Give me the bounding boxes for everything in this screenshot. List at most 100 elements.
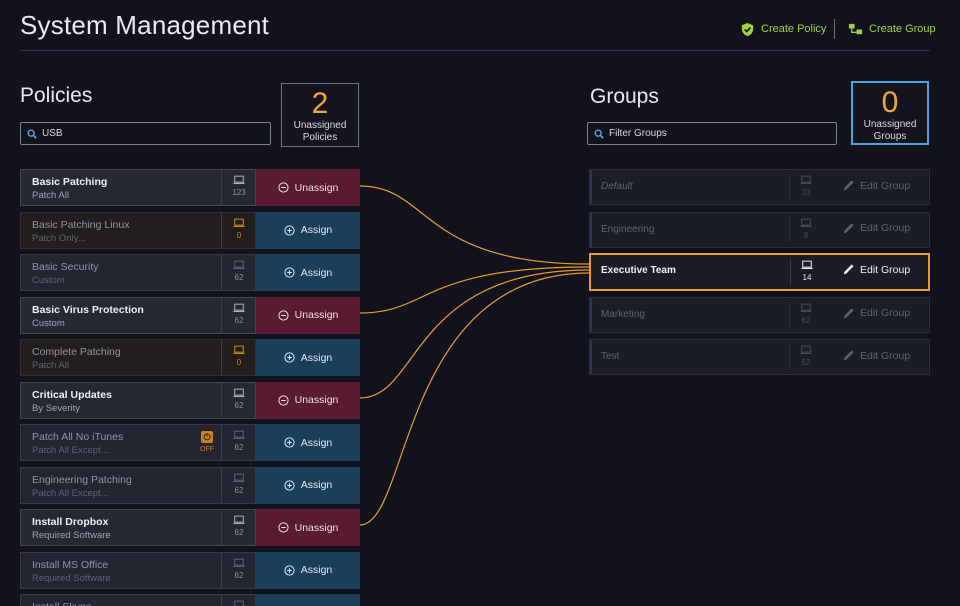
policy-name: Install MS Office (32, 559, 108, 571)
policy-info[interactable]: Patch All No iTunesPatch All Except...⏻O… (20, 424, 256, 461)
policy-info[interactable]: Basic PatchingPatch All123 (20, 169, 256, 206)
pencil-icon (842, 263, 855, 276)
policy-row[interactable]: Basic PatchingPatch All123 Unassign (20, 169, 360, 206)
policy-description: Patch All (32, 360, 69, 371)
assign-button[interactable]: Assign (256, 424, 360, 461)
policy-info[interactable]: Install Skype (20, 594, 256, 606)
group-filter[interactable] (587, 122, 837, 145)
edit-group-button[interactable]: Edit Group (842, 263, 910, 276)
policy-search-input[interactable] (42, 128, 270, 139)
assign-button[interactable]: Assign (256, 212, 360, 249)
policy-info[interactable]: Basic Patching LinuxPatch Only...0 (20, 212, 256, 249)
policy-row[interactable]: Basic Virus ProtectionCustom62 Unassign (20, 297, 360, 334)
divider (789, 344, 790, 370)
unassign-button[interactable]: Unassign (256, 169, 360, 206)
policy-description: Patch Only... (32, 233, 86, 244)
policy-info[interactable]: Install DropboxRequired Software62 (20, 509, 256, 546)
policy-info[interactable]: Basic SecurityCustom62 (20, 254, 256, 291)
edit-group-label: Edit Group (860, 307, 910, 319)
laptop-icon (233, 388, 245, 398)
create-group-button[interactable]: Create Group (848, 20, 936, 38)
policy-name: Complete Patching (32, 346, 121, 358)
pencil-icon (842, 222, 855, 235)
edit-group-button[interactable]: Edit Group (842, 222, 910, 235)
unassign-button[interactable]: Unassign (256, 297, 360, 334)
policy-row[interactable]: Patch All No iTunesPatch All Except...⏻O… (20, 424, 360, 461)
policy-name: Critical Updates (32, 389, 112, 401)
device-count: 62 (791, 303, 821, 325)
device-count: 62 (224, 515, 254, 537)
unassigned-policies-label-1: Unassigned (282, 120, 358, 132)
policy-row[interactable]: Engineering PatchingPatch All Except...6… (20, 467, 360, 504)
laptop-icon (233, 515, 245, 525)
policy-description: Custom (32, 275, 65, 286)
policy-row[interactable]: Critical UpdatesBy Severity62Unassign (20, 382, 360, 419)
page-title: System Management (20, 10, 269, 41)
group-row[interactable]: Executive Team14Edit Group (589, 253, 930, 291)
action-label: Assign (301, 437, 333, 449)
policy-info[interactable]: Basic Virus ProtectionCustom62 (20, 297, 256, 334)
group-name: Default (601, 181, 633, 192)
divider (221, 170, 222, 205)
assign-button[interactable]: Assign (256, 552, 360, 589)
device-count: 14 (792, 260, 822, 282)
edit-group-button[interactable]: Edit Group (842, 349, 910, 362)
unassign-button[interactable]: Unassign (256, 382, 360, 419)
policy-row[interactable]: Complete PatchingPatch All 0 Assign (20, 339, 360, 376)
group-row[interactable]: Marketing62Edit Group (589, 297, 930, 333)
assign-button[interactable]: Assign (256, 467, 360, 504)
action-label: Assign (301, 352, 333, 364)
device-count: 62 (224, 260, 254, 282)
connector-basic-patching (360, 186, 589, 264)
unassigned-groups-counter: 0 Unassigned Groups (851, 81, 929, 145)
action-label: Unassign (295, 309, 339, 321)
device-count: 123 (224, 175, 254, 197)
connector-critical-updates (360, 270, 589, 398)
policy-row[interactable]: Install DropboxRequired Software62Unassi… (20, 509, 360, 546)
edit-group-label: Edit Group (860, 180, 910, 192)
action-label: Assign (301, 224, 333, 236)
plus-circle-icon (284, 480, 295, 491)
policy-info[interactable]: Complete PatchingPatch All 0 (20, 339, 256, 376)
policy-search[interactable] (20, 122, 271, 145)
policy-info[interactable]: Engineering PatchingPatch All Except...6… (20, 467, 256, 504)
edit-group-button[interactable]: Edit Group (842, 307, 910, 320)
action-label: Assign (301, 479, 333, 491)
create-policy-button[interactable]: Create Policy (740, 20, 826, 38)
policy-row[interactable]: Install SkypeAssign (20, 594, 360, 606)
search-icon (27, 129, 37, 139)
group-row[interactable]: Default33Edit Group (589, 169, 930, 205)
minus-circle-icon (278, 182, 289, 193)
assign-button[interactable]: Assign (256, 339, 360, 376)
group-row[interactable]: Engineering8Edit Group (589, 212, 930, 248)
policy-description: Patch All Except... (32, 488, 109, 499)
unassign-button[interactable]: Unassign (256, 509, 360, 546)
minus-circle-icon (278, 522, 289, 533)
assign-button[interactable]: Assign (256, 594, 360, 606)
policy-row[interactable]: Basic SecurityCustom62Assign (20, 254, 360, 291)
device-count-value: 62 (224, 401, 254, 410)
group-name: Test (601, 351, 619, 362)
divider (789, 217, 790, 243)
assign-button[interactable]: Assign (256, 254, 360, 291)
laptop-icon (800, 175, 812, 185)
edit-group-button[interactable]: Edit Group (842, 179, 910, 192)
policy-info[interactable]: Install MS OfficeRequired Software62 (20, 552, 256, 589)
device-count: 62 (791, 345, 821, 367)
action-label: Unassign (295, 182, 339, 194)
device-count: 8 (791, 218, 821, 240)
device-count-value: 0 (224, 358, 254, 367)
device-count: 62 (224, 388, 254, 410)
group-stripe (590, 213, 592, 247)
divider (221, 595, 222, 606)
header-divider (834, 19, 835, 39)
policy-info[interactable]: Critical UpdatesBy Severity62 (20, 382, 256, 419)
group-row[interactable]: Test 62 Edit Group (589, 339, 930, 375)
policy-name: Basic Patching Linux (32, 219, 129, 231)
policy-row[interactable]: Install MS OfficeRequired Software62Assi… (20, 552, 360, 589)
group-filter-input[interactable] (609, 128, 836, 139)
policy-row[interactable]: Basic Patching LinuxPatch Only...0Assign (20, 212, 360, 249)
group-stripe (590, 340, 592, 374)
laptop-icon (233, 218, 245, 228)
group-stripe (590, 170, 592, 204)
